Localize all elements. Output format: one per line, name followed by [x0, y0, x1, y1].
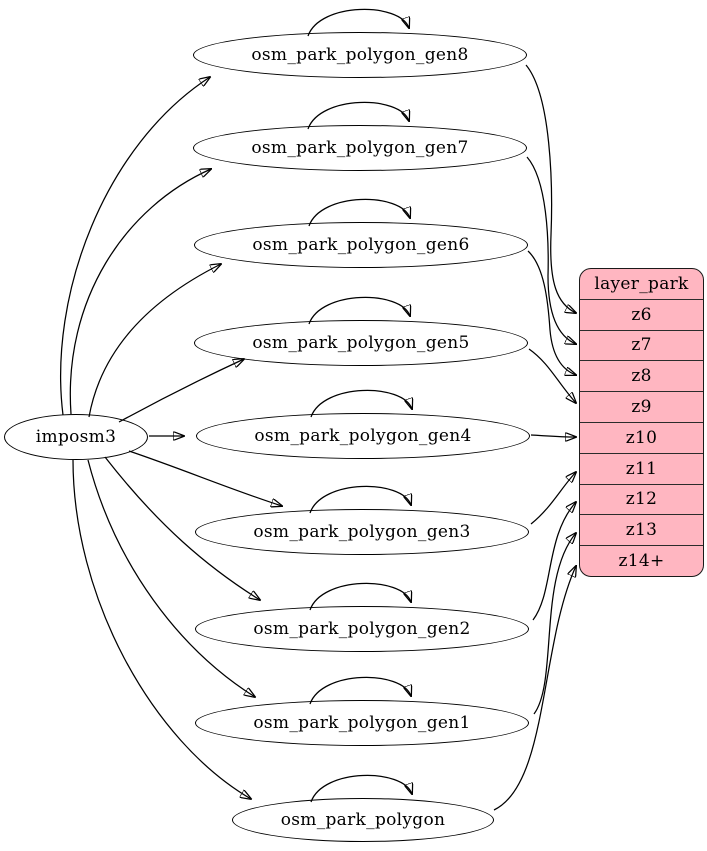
edge-imposm3-to-osm-park-polygon-gen7	[69, 169, 211, 415]
layer-row-z9: z9	[580, 391, 703, 422]
self-loop-osm-park-polygon-gen1	[309, 676, 411, 705]
node-osm-park-polygon-gen4: osm_park_polygon_gen4	[196, 413, 530, 459]
edge-imposm3-to-osm-park-polygon	[72, 459, 251, 799]
layer-row-z6: z6	[580, 298, 703, 330]
edge-osm-park-polygon-gen5-to-z9	[528, 348, 576, 403]
self-loop-osm-park-polygon-gen6	[308, 198, 410, 227]
layer-row-z14plus: z14+	[580, 545, 703, 576]
layer-row-z8: z8	[580, 360, 703, 391]
node-osm-park-polygon-gen8: osm_park_polygon_gen8	[193, 32, 527, 78]
node-osm-park-polygon-gen6: osm_park_polygon_gen6	[194, 222, 528, 268]
edge-osm-park-polygon-to-z14plus	[493, 566, 576, 811]
self-loop-osm-park-polygon-gen3	[309, 485, 411, 514]
self-loop-osm-park-polygon-gen7	[307, 101, 409, 130]
edge-imposm3-to-osm-park-polygon-gen5	[118, 359, 244, 423]
node-label: osm_park_polygon_gen6	[252, 235, 470, 255]
node-osm-park-polygon: osm_park_polygon	[232, 798, 494, 842]
edge-osm-park-polygon-gen6-to-z8	[527, 250, 576, 375]
edge-imposm3-to-osm-park-polygon-gen6	[88, 264, 221, 418]
node-label: osm_park_polygon_gen1	[253, 713, 471, 733]
node-osm-park-polygon-gen3: osm_park_polygon_gen3	[195, 509, 529, 555]
edge-osm-park-polygon-gen8-to-z6	[525, 64, 576, 313]
edge-imposm3-to-osm-park-polygon-gen2	[104, 456, 260, 600]
layer-row-z7: z7	[580, 329, 703, 361]
self-loop-osm-park-polygon-gen2	[309, 582, 411, 611]
node-layer-park: layer_park z6 z7 z8 z9 z10 z11 z12 z13 z…	[579, 268, 704, 577]
edge-osm-park-polygon-gen4-to-z10	[530, 435, 576, 437]
edge-imposm3-to-osm-park-polygon-gen8	[60, 77, 210, 416]
edge-osm-park-polygon-gen2-to-z12	[532, 502, 576, 621]
layer-row-z13: z13	[580, 514, 703, 545]
self-loop-osm-park-polygon-gen5	[308, 296, 410, 325]
edge-imposm3-to-osm-park-polygon-gen3	[128, 450, 282, 506]
node-osm-park-polygon-gen5: osm_park_polygon_gen5	[194, 320, 528, 366]
node-label: osm_park_polygon_gen3	[253, 522, 471, 542]
node-imposm3-label: imposm3	[35, 427, 117, 447]
self-loop-osm-park-polygon	[310, 774, 412, 803]
node-label: osm_park_polygon_gen7	[251, 138, 469, 158]
edge-osm-park-polygon-gen3-to-z11	[530, 472, 576, 525]
self-loop-osm-park-polygon-gen8	[307, 8, 409, 37]
node-label: osm_park_polygon_gen4	[254, 426, 472, 446]
node-imposm3: imposm3	[4, 414, 148, 460]
node-osm-park-polygon-gen7: osm_park_polygon_gen7	[193, 125, 527, 171]
self-loop-osm-park-polygon-gen4	[310, 389, 412, 418]
node-osm-park-polygon-gen2: osm_park_polygon_gen2	[195, 606, 529, 652]
edge-imposm3-to-osm-park-polygon-gen1	[87, 459, 255, 697]
edge-osm-park-polygon-gen1-to-z13	[533, 533, 576, 715]
node-label: osm_park_polygon_gen8	[251, 45, 469, 65]
node-label: osm_park_polygon	[280, 810, 446, 830]
node-label: osm_park_polygon_gen5	[252, 333, 470, 353]
layer-park-title: layer_park	[594, 273, 689, 294]
node-label: osm_park_polygon_gen2	[253, 619, 471, 639]
layer-row-z12: z12	[580, 483, 703, 515]
layer-row-z11: z11	[580, 452, 703, 484]
edge-osm-park-polygon-gen7-to-z7	[526, 156, 576, 344]
node-osm-park-polygon-gen1: osm_park_polygon_gen1	[195, 700, 529, 746]
layer-row-z10: z10	[580, 421, 703, 453]
